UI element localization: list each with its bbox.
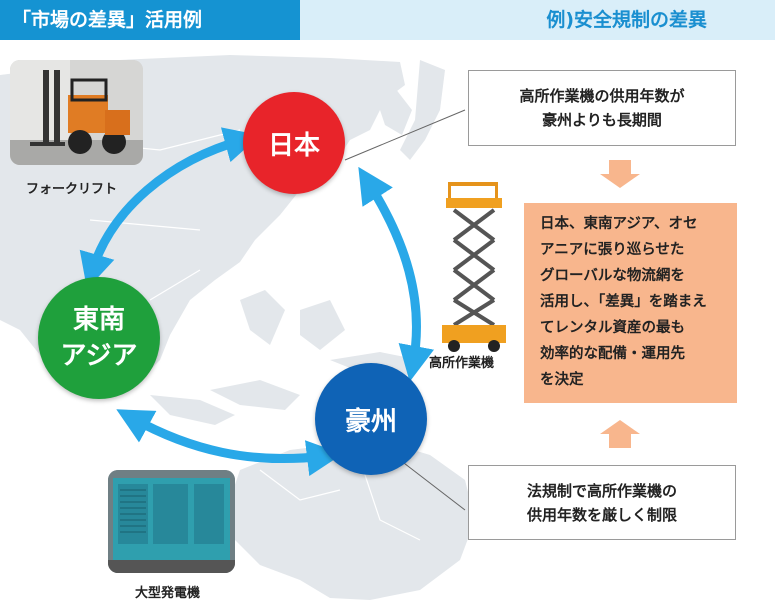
summary-line: 日本、東南アジア、オセ [540, 216, 698, 232]
node-japan: 日本 [243, 92, 345, 194]
node-southeast-asia: 東南 アジア [38, 277, 160, 399]
node-japan-label: 日本 [267, 130, 320, 161]
callout-japan-lift-period: 高所作業機の供用年数が 豪州よりも長期間 [468, 70, 736, 146]
callout-top-line-1: 高所作業機の供用年数が [519, 87, 685, 105]
node-australia-label: 豪州 [344, 406, 397, 437]
forklift-caption: フォークリフト [26, 182, 118, 197]
generator-photo [108, 470, 235, 573]
leader-line-bottom [399, 459, 466, 511]
lift-caption: 高所作業機 [429, 356, 495, 371]
arrow-southeast-asia-australia [116, 409, 343, 477]
summary-line: てレンタル資産の最も [540, 320, 685, 336]
header-right-title: 例)安全規制の差異 [300, 0, 775, 40]
node-southeast-asia-label-2: アジア [60, 341, 138, 371]
generator-icon [108, 470, 235, 573]
generator-caption: 大型発電機 [135, 586, 201, 601]
node-southeast-asia-label-1: 東南 [72, 305, 125, 335]
summary-box: 日本、東南アジア、オセ アニアに張り巡らせた グローバルな物流網を 活用し、「差… [524, 203, 737, 403]
summary-line: 活用し、「差異」を踏まえ [540, 294, 707, 310]
arrow-japan-australia [358, 166, 435, 382]
summary-line: を決定 [540, 372, 584, 388]
node-australia: 豪州 [315, 363, 427, 475]
scissor-lift-icon [442, 182, 506, 352]
forklift-icon [10, 60, 143, 165]
arrow-japan-southeast-asia [79, 127, 261, 290]
summary-line: 効率的な配備・運用先 [540, 346, 685, 362]
callout-bottom-line-2: 供用年数を厳しく制限 [526, 505, 677, 524]
summary-line: グローバルな物流網を [540, 268, 685, 284]
leader-line-top [344, 109, 466, 161]
callout-bottom-line-1: 法規制で高所作業機の [526, 481, 677, 500]
summary-line: アニアに張り巡らせた [540, 242, 685, 258]
forklift-photo [10, 60, 143, 165]
callout-top-line-2: 豪州よりも長期間 [542, 111, 662, 129]
callout-australia-regulation: 法規制で高所作業機の 供用年数を厳しく制限 [468, 465, 736, 540]
header-left-title: 「市場の差異」活用例 [0, 0, 300, 40]
arrow-down-to-summary [600, 160, 640, 188]
arrow-up-to-summary [600, 420, 640, 448]
